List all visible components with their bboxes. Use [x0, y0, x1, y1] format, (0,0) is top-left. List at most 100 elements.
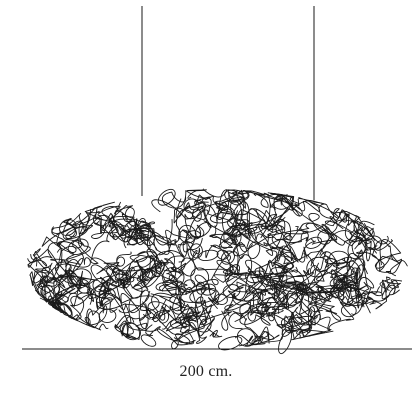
wire-loop — [367, 276, 399, 305]
wire-curl — [329, 250, 350, 265]
wire-curl — [70, 268, 92, 287]
wire-loop — [151, 199, 193, 258]
wire-curl — [236, 254, 253, 280]
wire-curl — [347, 238, 366, 260]
wire-loop — [271, 277, 318, 308]
wire-curl — [98, 308, 117, 323]
wire-loop — [98, 266, 135, 307]
wire-loop — [332, 208, 358, 241]
wire-loop — [347, 212, 374, 246]
wire-loop — [36, 266, 63, 293]
wire-loop — [374, 238, 408, 274]
wire-loop — [220, 210, 274, 249]
wire-loop — [203, 188, 233, 213]
wire-curl — [92, 277, 107, 293]
wire-loop — [114, 314, 140, 340]
wire-loop — [75, 214, 107, 241]
wire-loop — [125, 316, 161, 336]
wire-loop — [224, 290, 270, 317]
wire-loop — [341, 296, 371, 314]
wire-loop — [187, 300, 223, 338]
wire-loop — [329, 271, 361, 298]
wire-curl — [41, 277, 61, 301]
wire-loop — [51, 209, 92, 244]
wire-loop — [251, 326, 270, 345]
wire-loop — [258, 271, 334, 315]
wire-curl — [139, 224, 156, 246]
wire-loop — [247, 224, 296, 279]
wire-loop — [374, 239, 402, 277]
wire-loop — [155, 280, 188, 296]
wire-curl — [157, 188, 176, 206]
wire-loop — [30, 248, 65, 281]
wire-curl — [273, 290, 288, 306]
wire-curl — [65, 226, 89, 240]
wire-curl — [317, 230, 333, 245]
wire-loop — [283, 284, 307, 323]
wire-loop — [187, 190, 246, 220]
wire-curl — [192, 208, 202, 222]
wire-loop — [164, 269, 183, 311]
wire-tangle-shade — [27, 188, 408, 355]
wire-loop — [339, 211, 368, 231]
wire-loop — [39, 257, 95, 304]
wire-loop — [265, 292, 314, 320]
wire-loop — [62, 205, 110, 240]
wire-loop — [178, 244, 235, 283]
wire-curl — [178, 224, 197, 244]
wire-loop — [53, 303, 72, 317]
wire-loop — [70, 270, 109, 330]
wire-loop — [323, 286, 366, 308]
wire-curl — [187, 230, 202, 240]
wire-loop — [331, 253, 368, 315]
wire-loop — [296, 302, 355, 339]
wire-loop — [232, 294, 252, 322]
wire-curl — [190, 267, 210, 287]
wire-curl — [209, 212, 234, 224]
wire-curl — [76, 278, 91, 294]
wire-loop — [194, 274, 268, 303]
wire-loop — [146, 248, 187, 283]
wire-loop — [223, 233, 253, 257]
wire-loop — [355, 215, 389, 245]
wire-loop — [106, 255, 147, 289]
wire-loop — [177, 229, 196, 253]
wire-loop — [209, 225, 245, 259]
wire-curl — [41, 266, 54, 283]
wire-loop — [138, 301, 199, 332]
wire-loop — [99, 276, 157, 318]
wire-loop — [91, 224, 150, 259]
wire-curl — [140, 225, 152, 241]
wire-curl — [121, 322, 141, 341]
wire-loop — [56, 230, 91, 268]
wire-curl — [275, 280, 285, 303]
wire-loop — [254, 206, 289, 234]
wire-loop — [161, 190, 211, 209]
wire-curl — [247, 241, 261, 259]
wire-loop — [284, 199, 344, 235]
wire-loop — [292, 196, 338, 245]
wire-curl — [120, 277, 131, 285]
wire-curl — [183, 279, 196, 290]
wire-loop — [365, 282, 387, 310]
wire-curl — [340, 304, 357, 318]
wire-loop — [267, 286, 334, 340]
wire-loop — [133, 251, 177, 283]
wire-loop — [263, 230, 309, 271]
wire-loop — [247, 306, 277, 326]
wire-curl — [200, 288, 220, 307]
wire-curl — [306, 256, 329, 278]
wire-curl — [162, 267, 185, 288]
wire-loop — [100, 217, 137, 249]
wire-loop — [51, 205, 129, 234]
wire-curl — [214, 293, 228, 305]
wire-loop — [324, 219, 378, 262]
wire-loop — [324, 277, 383, 305]
wire-curl — [112, 268, 128, 282]
wire-curl — [353, 264, 364, 285]
dimension-label: 200 cm. — [179, 363, 233, 380]
wire-curl — [236, 328, 256, 347]
wire-curl — [171, 339, 179, 350]
wire-curl — [222, 284, 241, 298]
